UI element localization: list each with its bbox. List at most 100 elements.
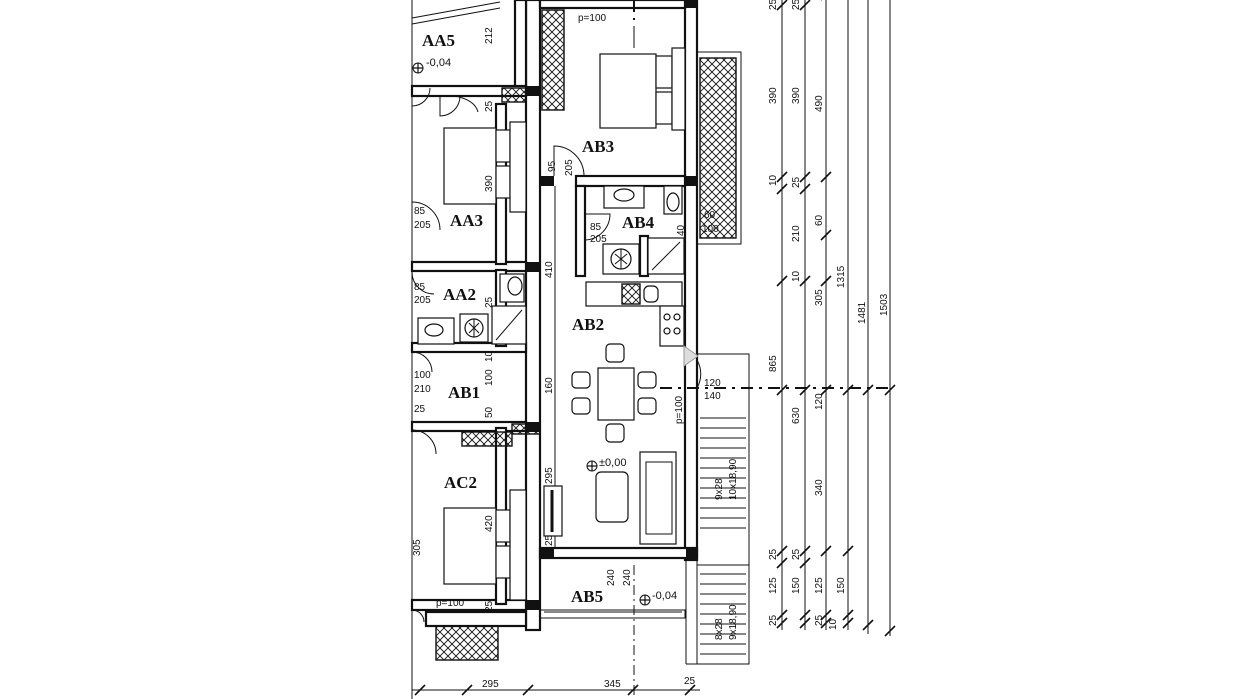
dining-table	[597, 367, 635, 421]
dim-text: 295	[544, 467, 555, 484]
dim-text: 25	[814, 614, 825, 626]
chair	[637, 371, 657, 389]
sink-icon	[643, 285, 659, 303]
dim-text: 25	[544, 534, 555, 546]
dim-text: 150	[791, 577, 802, 594]
dim-text: 85	[590, 222, 602, 233]
dim-text: 160	[544, 377, 555, 394]
dim-text: 205	[414, 220, 431, 231]
dim-text: 9x28	[714, 478, 725, 500]
chair	[637, 397, 657, 415]
room-label-ab1: AB1	[448, 383, 480, 402]
dim-text: 345	[604, 679, 621, 690]
dim-text: 390	[484, 175, 495, 192]
room-label-ab2: AB2	[572, 315, 604, 334]
level-marker-ab5: -0,04	[639, 590, 677, 606]
stove-icon	[663, 313, 671, 321]
dim-text: 100	[414, 370, 431, 381]
dim-text: 10	[484, 350, 495, 362]
dim-text: 212	[484, 27, 495, 44]
level-marker-aa5: -0,04	[412, 57, 451, 74]
left-unit-doors	[411, 87, 479, 623]
washbasin-icon	[613, 188, 635, 202]
dim-text: 340	[814, 479, 825, 496]
dim-text: 85	[414, 206, 426, 217]
ab-unit-walls	[526, 0, 699, 619]
chair	[605, 343, 625, 363]
toilet-icon	[666, 192, 680, 212]
room-label-ac2: AC2	[444, 473, 477, 492]
dim-text: 240	[606, 569, 617, 586]
dim-text: 205	[590, 234, 607, 245]
dim-text: 25	[768, 614, 779, 626]
lower-stair-steps	[700, 573, 746, 655]
level-marker-ab2: ±0,00	[586, 457, 626, 472]
dim-text: 1503	[879, 293, 890, 316]
room-label-ab5: AB5	[571, 587, 603, 606]
dim-text: 295	[482, 679, 499, 690]
dim-text: 420	[484, 515, 495, 532]
dim-text: 305	[412, 539, 423, 556]
dim-text: 100	[484, 369, 495, 386]
dim-text: 25	[791, 548, 802, 560]
dim-text: 50	[484, 406, 495, 418]
room-label-aa5: AA5	[422, 31, 455, 50]
dim-text: 120	[814, 393, 825, 410]
dim-text: 140	[704, 391, 721, 402]
dim-text: 210	[791, 225, 802, 242]
dim-text: 390	[768, 87, 779, 104]
dim-text: 100	[702, 224, 719, 235]
dim-text: 630	[791, 407, 802, 424]
dim-text: 10	[791, 270, 802, 282]
dim-text: 10x18,90	[728, 458, 739, 500]
dim-text: 9x18,90	[728, 604, 739, 640]
chair	[571, 397, 591, 415]
level-aa5: -0,04	[426, 57, 451, 69]
dim-text: 1481	[857, 301, 868, 324]
dim-text: 25	[484, 100, 495, 112]
balcony-hatch	[699, 57, 737, 239]
dim-text: 390	[791, 87, 802, 104]
dim-text: 40	[676, 224, 687, 236]
dim-text: 10	[828, 618, 839, 630]
dim-text: 240	[622, 569, 633, 586]
dim-text: p=100	[578, 13, 607, 24]
dim-text: 125	[768, 577, 779, 594]
toilet-icon	[507, 276, 523, 296]
coffee-table	[595, 471, 629, 523]
dim-text: 120	[704, 378, 721, 389]
level-ab2: ±0,00	[599, 457, 626, 469]
room-label-aa3: AA3	[450, 211, 483, 230]
bottom-dimension-line	[412, 684, 700, 696]
dim-text: 125	[814, 577, 825, 594]
dim-text: p=100	[674, 395, 685, 424]
chair	[605, 423, 625, 443]
room-label-ab4: AB4	[622, 213, 655, 232]
staircase	[683, 345, 750, 665]
left-unit-furniture	[417, 87, 541, 661]
dim-text: 305	[814, 289, 825, 306]
dim-text: p=100	[436, 598, 465, 609]
ab-unit-furniture	[541, 9, 742, 699]
chair	[571, 371, 591, 389]
dim-text: 10	[768, 174, 779, 186]
sink-icon	[424, 323, 444, 337]
dim-text: 1315	[836, 265, 847, 288]
room-label-aa2: AA2	[443, 285, 476, 304]
dim-text: 60	[814, 214, 825, 226]
dim-text: 25	[484, 600, 495, 612]
dim-text: 490	[814, 95, 825, 112]
dim-text: 25	[791, 176, 802, 188]
dim-text: 25	[768, 0, 779, 10]
dim-text: 85	[414, 282, 426, 293]
dim-text: 210	[414, 384, 431, 395]
dim-text: 8x28	[714, 618, 725, 640]
wardrobe	[541, 9, 565, 111]
dim-text: 60	[704, 210, 716, 221]
level-ab5: -0,04	[652, 590, 677, 602]
dim-text: 25	[791, 0, 802, 10]
upper-stair-steps	[700, 417, 746, 529]
dim-text: 25	[684, 676, 696, 687]
dim-text: 205	[414, 295, 431, 306]
